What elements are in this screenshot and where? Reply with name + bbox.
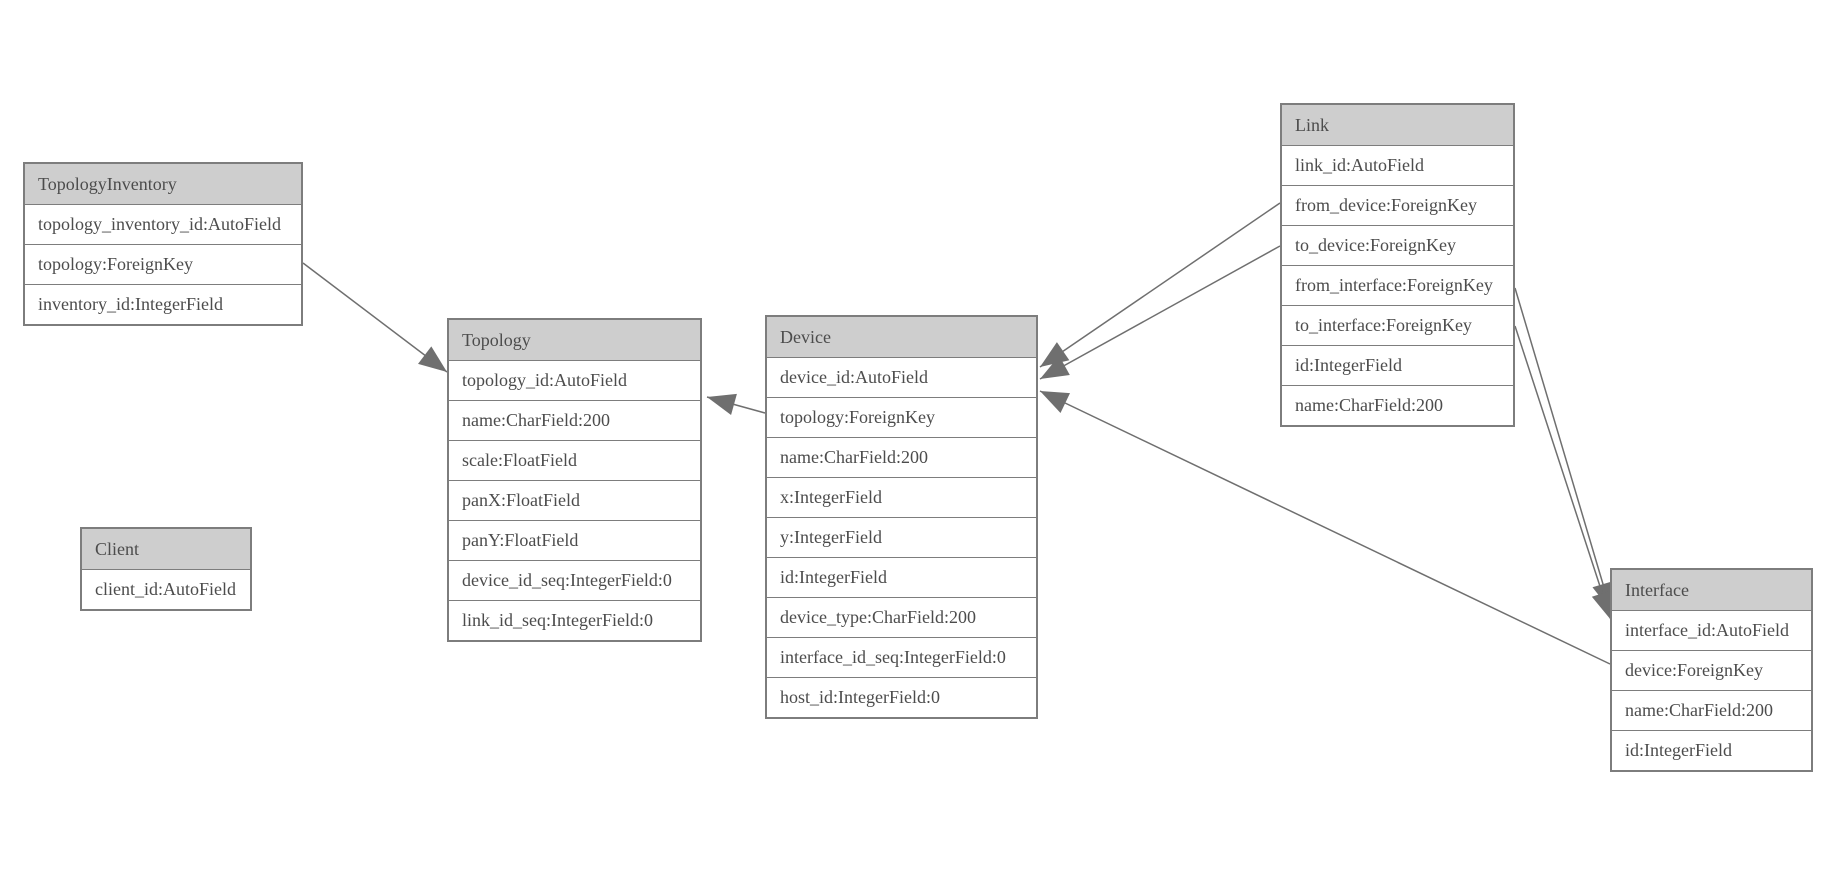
entity-topology-field-row: panX:FloatField xyxy=(449,480,700,520)
entity-client-field-row: client_id:AutoField xyxy=(82,569,250,609)
entity-device-field-row: y:IntegerField xyxy=(767,517,1036,557)
entity-device-field-row: name:CharField:200 xyxy=(767,437,1036,477)
entity-interface-field-row: id:IntegerField xyxy=(1612,730,1811,770)
entity-topology-field-row: device_id_seq:IntegerField:0 xyxy=(449,560,700,600)
entity-topology-inventory-field-row: topology_inventory_id:AutoField xyxy=(25,204,301,244)
edge-link-to_interface-interface xyxy=(1514,325,1612,621)
entity-device-field-row: device_type:CharField:200 xyxy=(767,597,1036,637)
entity-topology-inventory-field-row: topology:ForeignKey xyxy=(25,244,301,284)
entity-link-field-row: id:IntegerField xyxy=(1282,345,1513,385)
entity-device-field-row: interface_id_seq:IntegerField:0 xyxy=(767,637,1036,677)
entity-device-field-row: topology:ForeignKey xyxy=(767,397,1036,437)
entity-topology-field-row: scale:FloatField xyxy=(449,440,700,480)
entity-link-field-row: from_device:ForeignKey xyxy=(1282,185,1513,225)
entity-link-field-row: name:CharField:200 xyxy=(1282,385,1513,425)
arrowhead-device-topology xyxy=(707,393,737,416)
entity-topology-inventory-title: TopologyInventory xyxy=(25,164,301,204)
entity-interface-field-row: interface_id:AutoField xyxy=(1612,610,1811,650)
entity-topology-inventory-field-row: inventory_id:IntegerField xyxy=(25,284,301,324)
entity-device-field-row: id:IntegerField xyxy=(767,557,1036,597)
entity-topology-field-row: panY:FloatField xyxy=(449,520,700,560)
entity-link-title: Link xyxy=(1282,105,1513,145)
edge-topologyinventory-topology xyxy=(302,262,448,373)
entity-link-field-row: to_interface:ForeignKey xyxy=(1282,305,1513,345)
arrowhead-link-from_device-device xyxy=(1040,342,1070,367)
entity-topology-field-row: name:CharField:200 xyxy=(449,400,700,440)
entity-topology-title: Topology xyxy=(449,320,700,360)
entity-topology-field-row: link_id_seq:IntegerField:0 xyxy=(449,600,700,640)
entity-interface-title: Interface xyxy=(1612,570,1811,610)
edge-interface-device xyxy=(1039,390,1611,665)
edge-link-from_interface-interface xyxy=(1514,287,1612,612)
arrowhead-link-to_device-device xyxy=(1040,355,1070,379)
entity-device-field-row: x:IntegerField xyxy=(767,477,1036,517)
entity-interface-field-row: device:ForeignKey xyxy=(1612,650,1811,690)
entity-interface-field-row: name:CharField:200 xyxy=(1612,690,1811,730)
entity-client-title: Client xyxy=(82,529,250,569)
entity-device-field-row: device_id:AutoField xyxy=(767,357,1036,397)
entity-topology-field-row: topology_id:AutoField xyxy=(449,360,700,400)
edge-link-to_device-device xyxy=(1039,245,1281,380)
edge-device-topology xyxy=(706,396,766,414)
edge-link-from_device-device xyxy=(1039,202,1281,368)
entity-device-title: Device xyxy=(767,317,1036,357)
entity-device-field-row: host_id:IntegerField:0 xyxy=(767,677,1036,717)
arrowhead-interface-device xyxy=(1040,391,1071,414)
entity-link-field-row: from_interface:ForeignKey xyxy=(1282,265,1513,305)
arrowhead-topologyinventory-topology xyxy=(418,346,447,372)
entity-link-field-row: to_device:ForeignKey xyxy=(1282,225,1513,265)
entity-link-field-row: link_id:AutoField xyxy=(1282,145,1513,185)
